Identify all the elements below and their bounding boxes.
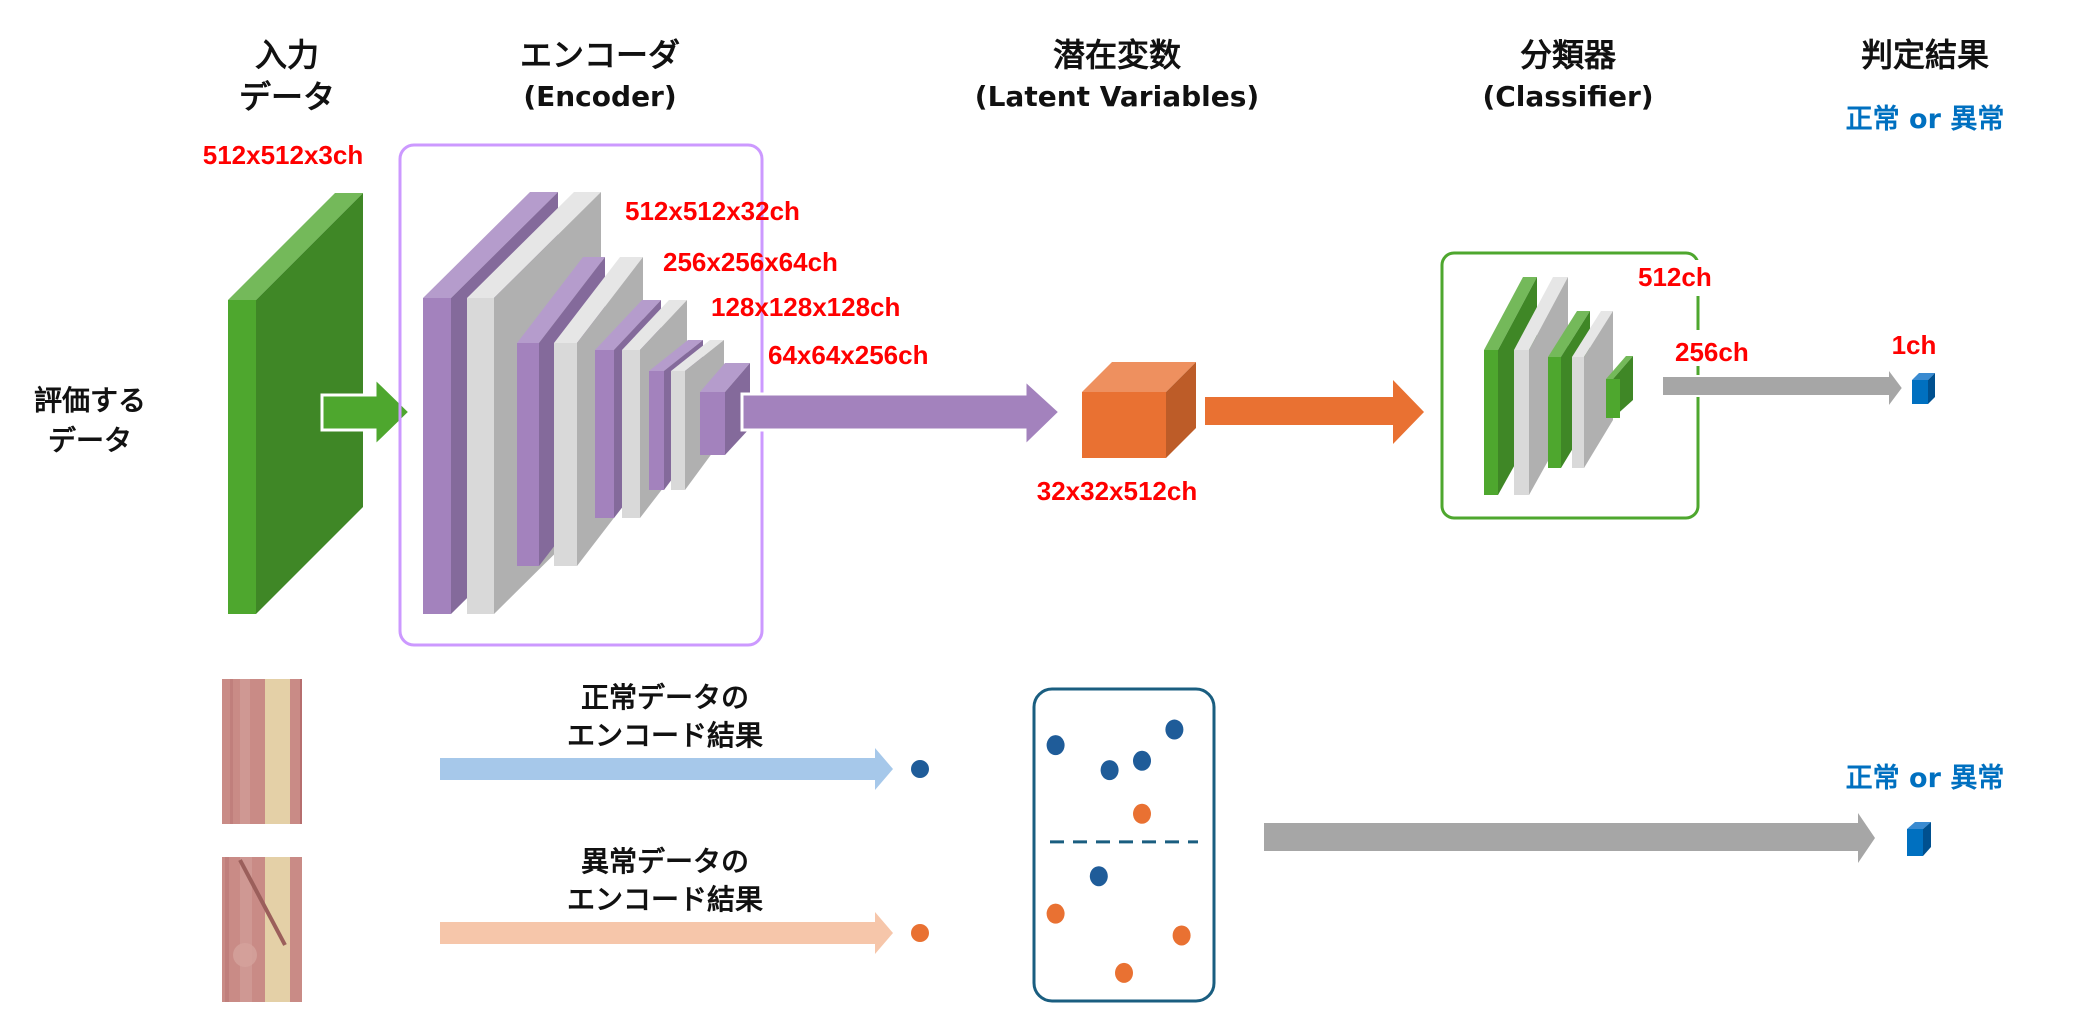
dim-enc4: 64x64x256ch — [768, 340, 928, 370]
classifier-fc-3 — [1606, 356, 1633, 418]
classifier-act-2 — [1572, 311, 1613, 468]
latent-space-points — [1046, 719, 1191, 983]
header-input-line2: データ — [239, 78, 335, 116]
input-layer — [228, 193, 363, 614]
encoder-to-latent-arrow — [740, 376, 1063, 450]
abnormal-latent-point — [1172, 925, 1191, 946]
latent-space-box — [1032, 687, 1216, 1003]
header-latent-line1: 潜在変数 — [1053, 36, 1182, 74]
input-to-encoder-arrow — [320, 374, 413, 450]
latent-to-classifier-arrow — [1205, 380, 1424, 444]
result-label-top: 正常 or 異常 — [1846, 104, 2005, 135]
abnormal-encode-line1: 異常データの — [581, 845, 749, 878]
abnormal-encode-arrow — [440, 912, 893, 954]
header-encoder: エンコーダ (Encoder) — [520, 36, 680, 113]
normal-encode-line2: エンコード結果 — [567, 719, 763, 752]
classifier-to-output-arrow — [1661, 365, 1905, 411]
latent-to-result-arrow — [1264, 813, 1875, 863]
normal-latent-point — [1089, 866, 1108, 887]
dim-enc1: 512x512x32ch — [625, 196, 800, 226]
eval-data-label: 評価する データ — [34, 384, 146, 457]
header-classifier-line1: 分類器 — [1520, 36, 1617, 74]
classifier-layers — [1484, 277, 1633, 495]
dim-enc3: 128x128x128ch — [711, 292, 900, 322]
input-layer-top — [228, 193, 363, 300]
abnormal-latent-point — [1046, 903, 1065, 924]
normal-latent-point — [1100, 760, 1119, 781]
abnormal-defect — [233, 943, 257, 967]
latent-cube-front — [1082, 392, 1166, 458]
encoder-conv-5 — [700, 363, 750, 455]
latent-cube-top — [1082, 362, 1196, 392]
normal-latent-point — [1046, 735, 1065, 756]
abnormal-encode-line2: エンコード結果 — [567, 883, 763, 916]
normal-sample-image — [222, 679, 302, 824]
result-label-bottom: 正常 or 異常 — [1846, 763, 2005, 794]
header-result: 判定結果 — [1861, 36, 1989, 74]
classifier-label-mask-1 — [1640, 260, 1720, 296]
header-latent-line2: (Latent Variables) — [975, 80, 1259, 113]
latent-cube-side — [1166, 362, 1196, 458]
abnormal-latent-point — [1133, 803, 1151, 824]
header-encoder-line2: (Encoder) — [523, 80, 676, 113]
abnormal-latent-point — [1115, 962, 1133, 983]
input-layer-side — [256, 193, 363, 614]
dim-latent: 32x32x512ch — [1037, 476, 1197, 506]
dim-cls1: 512ch — [1638, 262, 1712, 292]
dim-output: 1ch — [1892, 330, 1937, 360]
latent-cube — [1082, 362, 1196, 458]
dim-input: 512x512x3ch — [203, 140, 363, 170]
dim-cls2: 256ch — [1675, 337, 1749, 367]
normal-encode-line1: 正常データの — [581, 681, 749, 714]
output-cube — [1912, 373, 1935, 404]
abnormal-sample-image — [222, 857, 302, 1002]
eval-data-line1: 評価する — [34, 384, 146, 417]
normal-latent-point — [1133, 750, 1151, 771]
dim-enc2: 256x256x64ch — [663, 247, 838, 277]
result-cube — [1907, 822, 1931, 856]
normal-encode-arrow — [440, 748, 893, 790]
header-classifier: 分類器 (Classifier) — [1482, 36, 1653, 113]
header-classifier-line2: (Classifier) — [1482, 80, 1653, 113]
normal-latent-point — [1165, 719, 1184, 740]
input-layer-front — [228, 300, 256, 614]
classifier-label-mask-2 — [1670, 330, 1740, 366]
header-result-line1: 判定結果 — [1861, 36, 1989, 74]
header-input-line1: 入力 — [255, 36, 319, 74]
encoder-layers — [423, 192, 750, 614]
eval-data-line2: データ — [48, 424, 132, 457]
header-encoder-line1: エンコーダ — [520, 36, 680, 74]
normal-encoded-point — [911, 760, 929, 778]
header-input: 入力 データ — [239, 36, 335, 116]
abnormal-encoded-point — [911, 924, 929, 942]
abnormal-crack — [238, 859, 287, 946]
header-latent: 潜在変数 (Latent Variables) — [975, 36, 1259, 113]
